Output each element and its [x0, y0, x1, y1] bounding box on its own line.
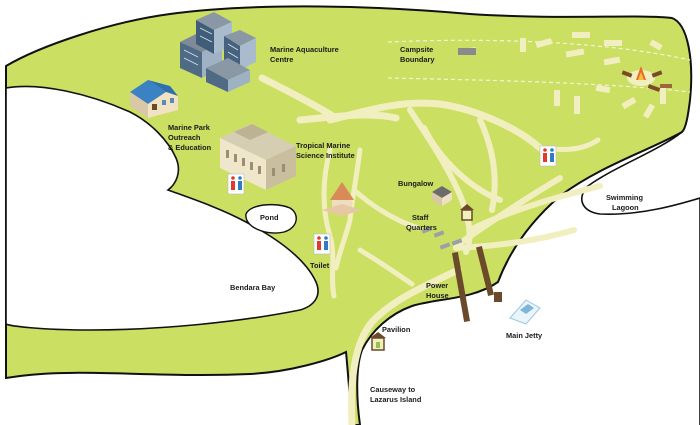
- toilet-sign-icon: [539, 145, 557, 167]
- staff-gazebo-icon: [460, 204, 474, 221]
- label-tropical-marine: Tropical Marine Science Institute: [296, 141, 355, 160]
- campsite-shed: [458, 48, 476, 55]
- label-pond: Pond: [260, 213, 279, 222]
- label-main-jetty: Main Jetty: [506, 331, 543, 340]
- toilet-sign-icon: [227, 173, 245, 195]
- label-swimming-lagoon: Swimming Lagoon: [606, 193, 645, 212]
- east-shore: [580, 131, 700, 425]
- label-campsite: Campsite Boundary: [400, 45, 435, 64]
- label-marine-aquaculture: Marine Aquaculture Centre: [270, 45, 341, 64]
- staff-quarters-buildings: [421, 226, 463, 250]
- campfire-icon: [621, 66, 672, 92]
- campsite-plots: [458, 32, 666, 119]
- label-bungalow: Bungalow: [398, 179, 434, 188]
- toilet-sign-icon: [313, 233, 331, 255]
- bungalow-icon: [432, 186, 452, 206]
- map-labels: Marine Aquaculture Centre Campsite Bound…: [168, 45, 645, 404]
- label-bendara-bay: Bendara Bay: [230, 283, 276, 292]
- pond: [245, 203, 297, 234]
- label-power-house: Power House: [426, 281, 450, 300]
- east-lagoon: [584, 150, 700, 215]
- label-pavilion: Pavilion: [382, 325, 411, 334]
- boat-icon: [509, 299, 541, 325]
- label-staff-quarters: Staff Quarters: [406, 213, 437, 232]
- building-cluster-icon: [180, 12, 256, 92]
- path-network: [258, 74, 603, 425]
- jetties: [451, 246, 502, 322]
- campsite-boundary: [387, 39, 691, 93]
- gazebo-icon: [322, 182, 362, 216]
- label-marine-park: Marine Park Outreach & Education: [168, 123, 212, 152]
- label-toilet: Toilet: [310, 261, 330, 270]
- pavilion-gazebo-icon: [370, 332, 386, 351]
- house-icon: [130, 80, 178, 118]
- institute-building-icon: [220, 124, 296, 190]
- label-causeway: Causeway to Lazarus Island: [370, 385, 422, 404]
